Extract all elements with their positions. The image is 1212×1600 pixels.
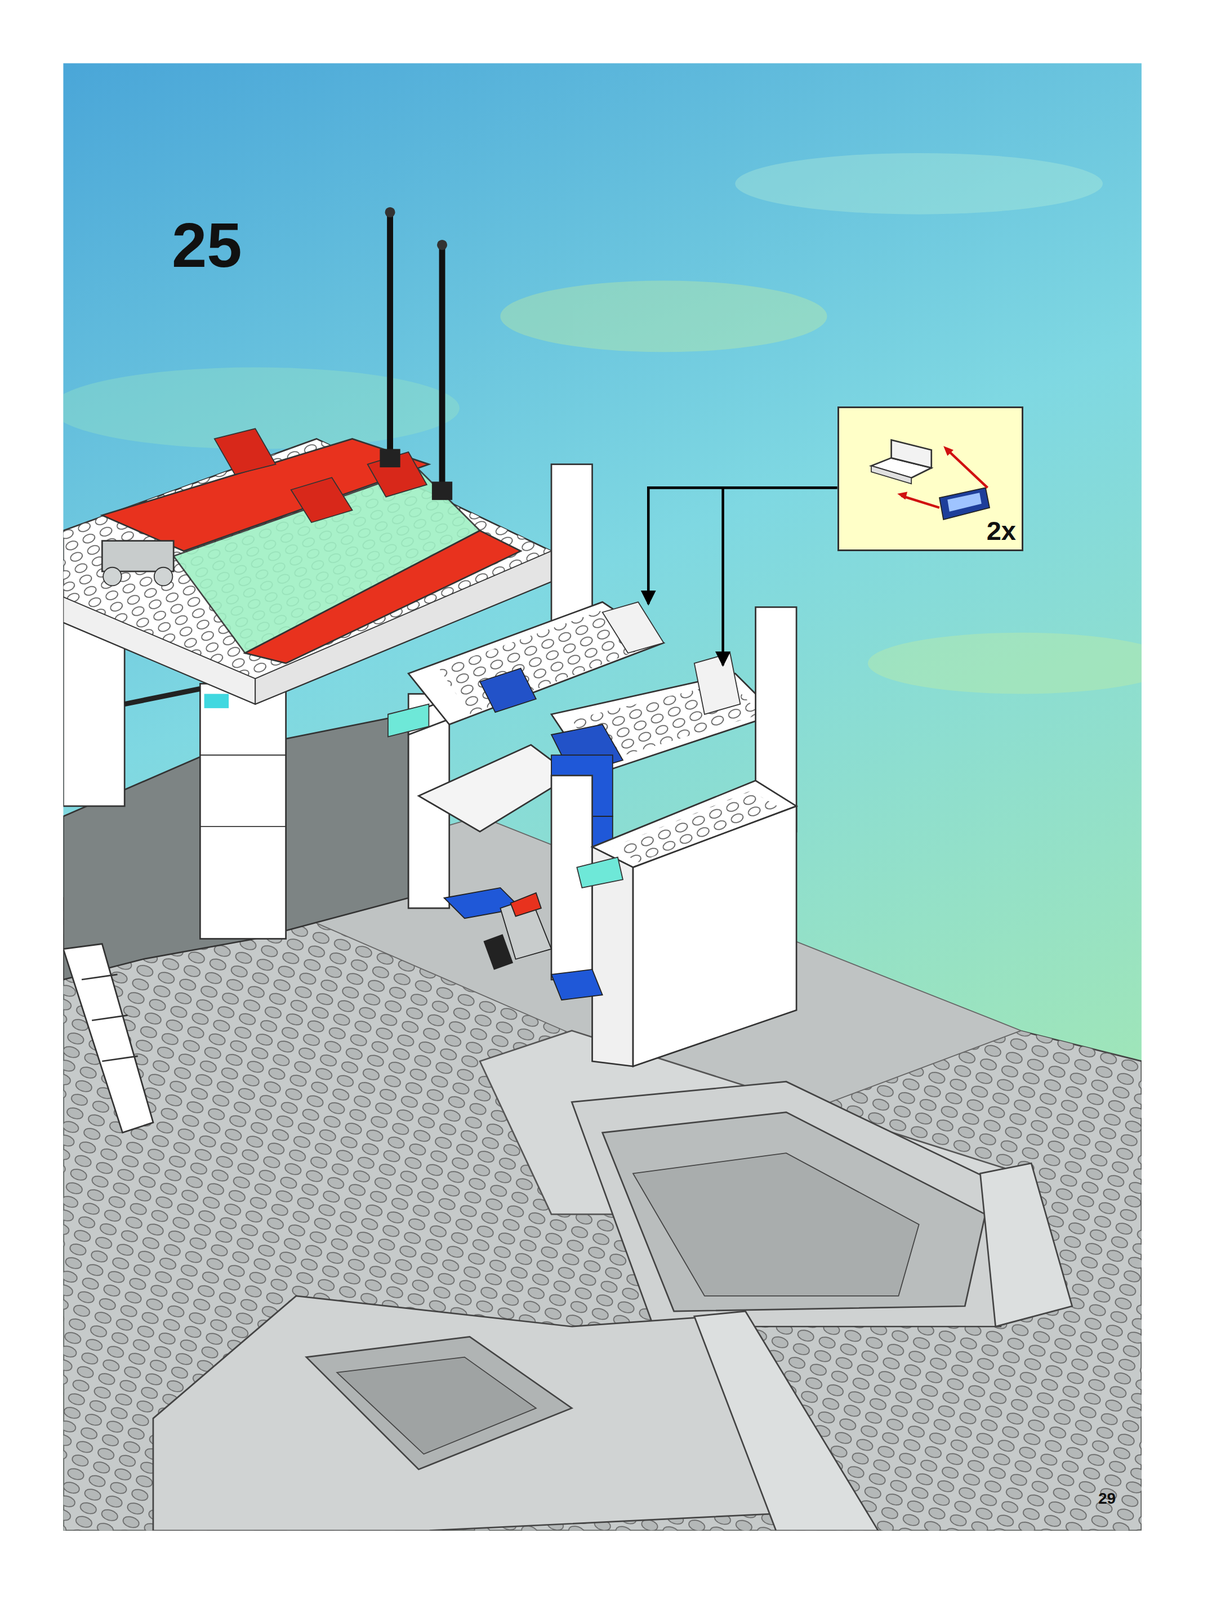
callout-box: 2x: [837, 406, 1024, 552]
page-number: 29: [1098, 1491, 1116, 1508]
step-number: 25: [171, 214, 243, 278]
quantity-label: 2x: [986, 515, 1017, 547]
